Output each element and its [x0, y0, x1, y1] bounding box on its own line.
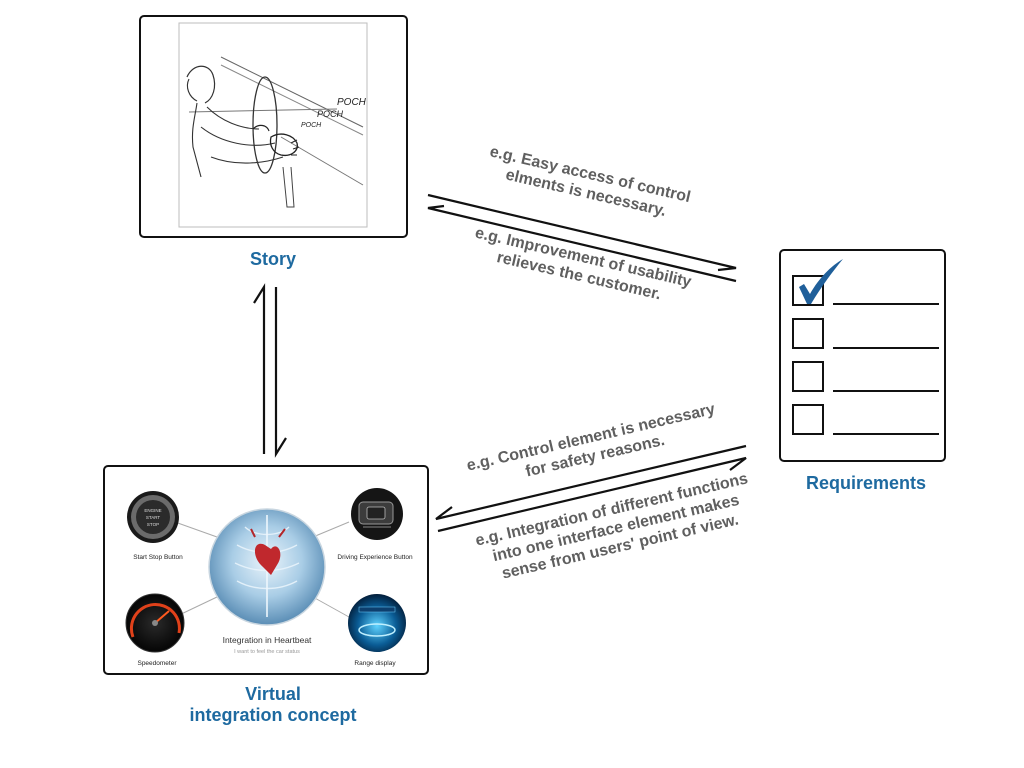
story-caption: Story: [249, 249, 296, 269]
concept-illustration: Integration in Heartbeat I want to feel …: [125, 488, 413, 667]
start-stop-label: Start Stop Button: [133, 554, 183, 561]
sound-word-1: POCH: [337, 97, 367, 108]
driving-experience-image: [351, 488, 403, 540]
requirements-caption: Requirements: [805, 473, 927, 493]
range-display-label: Range display: [354, 660, 396, 667]
concept-caption-line2: integration concept: [189, 705, 357, 725]
start-stop-button-image: ENGINE START STOP: [127, 491, 179, 543]
engine-label: ENGINE: [144, 508, 161, 513]
requirements-checklist: [792, 259, 939, 435]
driving-experience-label: Driving Experience Button: [337, 554, 413, 561]
sound-word-2: POCH: [317, 109, 344, 119]
arrow-story-to-concept: [274, 287, 287, 458]
story-sketch: POCH POCH POCH: [178, 22, 368, 228]
heart-icon: [254, 543, 281, 575]
checkbox-2: [792, 318, 824, 349]
sound-word-3: POCH: [301, 122, 322, 129]
speedometer-image: [125, 593, 185, 653]
concept-caption: Virtual integration concept: [150, 684, 396, 726]
stop-label: STOP: [147, 522, 159, 527]
story-panel: POCH POCH POCH: [139, 15, 408, 238]
note-story-to-requirements: e.g. Easy access of control elments is n…: [467, 138, 709, 229]
center-title: Integration in Heartbeat: [223, 635, 312, 645]
checkbox-3: [792, 361, 824, 392]
speedometer-label: Speedometer: [137, 660, 177, 667]
requirements-panel: [779, 249, 946, 462]
range-display-image: [348, 594, 406, 652]
start-label: START: [146, 515, 161, 520]
note-requirements-to-story: e.g. Improvement of usability relieves t…: [455, 220, 707, 313]
checkbox-1: [792, 275, 824, 306]
concept-caption-line1: Virtual: [245, 684, 301, 704]
checkmark-icon: [799, 259, 843, 304]
checkbox-4: [792, 404, 824, 435]
center-subtitle: I want to feel the car status: [234, 649, 300, 655]
concept-panel: Integration in Heartbeat I want to feel …: [103, 465, 429, 675]
arrow-concept-to-story: [253, 283, 266, 454]
